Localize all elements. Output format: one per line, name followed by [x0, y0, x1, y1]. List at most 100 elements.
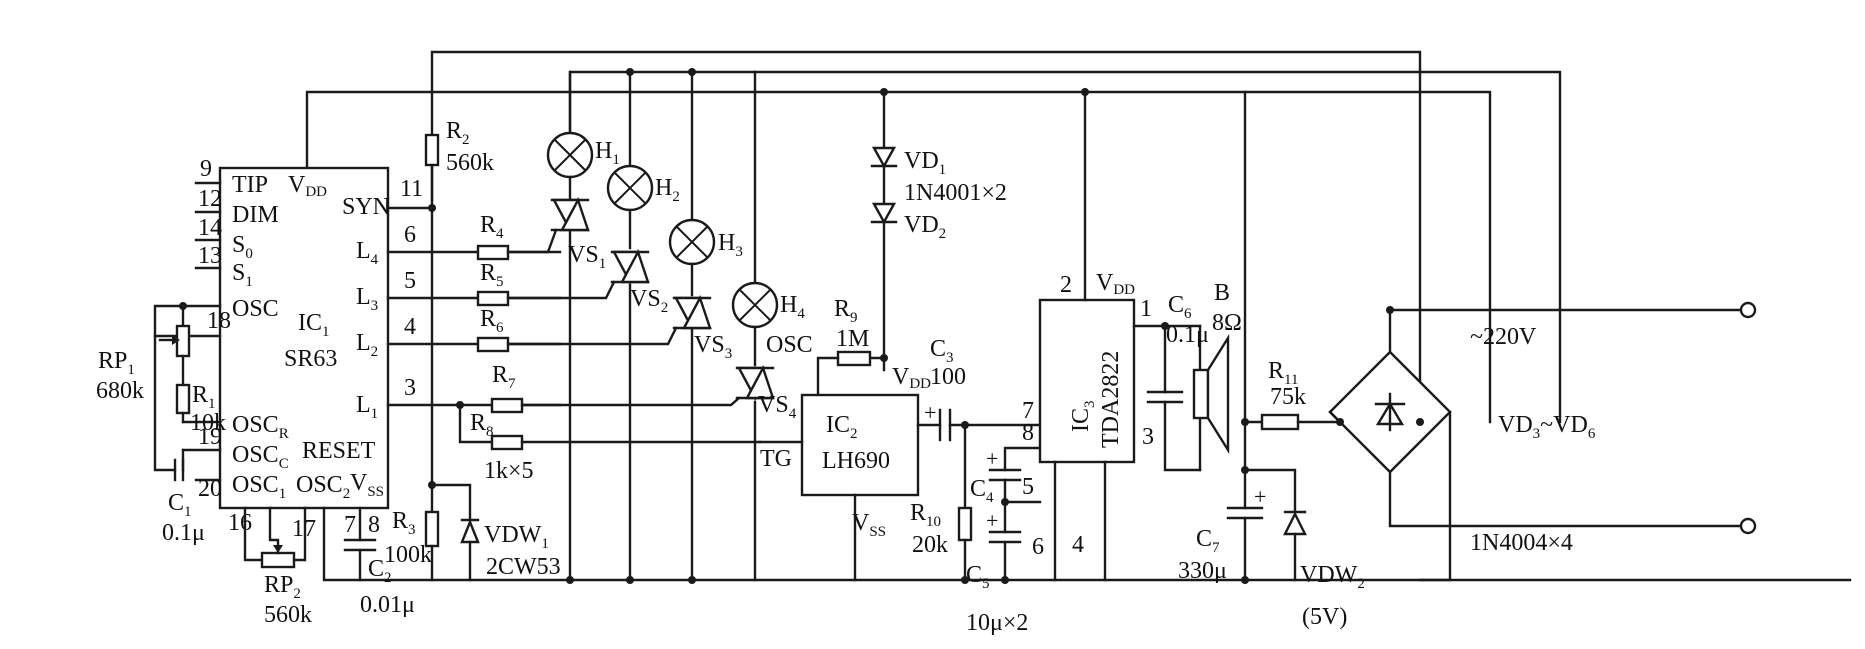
- ic1-tip-label: TIP: [232, 172, 268, 198]
- ic1-part: SR63: [284, 346, 337, 372]
- rp2-resistor: [260, 551, 296, 569]
- vd3-vd6-value: 1N4004×4: [1470, 530, 1573, 556]
- r7-resistor: [490, 397, 524, 414]
- r8-value: 1k×5: [484, 458, 534, 484]
- r11-resistor: [1260, 413, 1300, 431]
- triac-vs1: [506, 196, 590, 254]
- c5-value: 10μ×2: [966, 610, 1028, 636]
- c2-and-ground-rail: C2 0.01μ: [322, 506, 1852, 618]
- ic1-dim-label: DIM: [232, 202, 279, 228]
- ic1-pin5-num: 5: [404, 268, 416, 294]
- c7-label: C7: [1196, 526, 1220, 556]
- c5-label: C5: [966, 562, 990, 592]
- ic1-l4-label: L4: [356, 238, 379, 268]
- r10-label: R10: [910, 500, 941, 530]
- ic2-tg-label: TG: [760, 446, 792, 472]
- ic2-osc-label: OSC: [766, 332, 813, 358]
- ic1-pin16-num: 16: [228, 510, 252, 536]
- ic2-part: LH690: [822, 448, 890, 474]
- r11-label: R11: [1268, 358, 1298, 388]
- rp1-r1-c1-network: RP1 680k R1 10k C1 0.1μ: [96, 304, 226, 546]
- r9-value: 1M: [836, 326, 869, 352]
- c2-value: 0.01μ: [360, 592, 415, 618]
- ic1-s0-label: S0: [232, 232, 253, 262]
- vd1-value: 1N4001×2: [904, 180, 1007, 206]
- r8-label: R8: [470, 410, 494, 440]
- ic2-vss-label: VSS: [852, 510, 886, 540]
- c1-label: C1: [168, 490, 192, 520]
- rp1-value: 680k: [96, 378, 144, 404]
- r2-resistor: [424, 133, 440, 167]
- rp2-network: RP2 560k: [243, 506, 312, 628]
- rp2-label: RP2: [264, 572, 301, 602]
- r3-label: R3: [392, 508, 416, 538]
- ic3-pin4: 4: [1072, 532, 1084, 558]
- r1-value: 10k: [190, 410, 226, 436]
- lamp-h4: [731, 281, 779, 367]
- r2-value: 560k: [446, 150, 494, 176]
- ic3-pin7: 7: [1022, 398, 1034, 424]
- c7-plus: +: [1254, 484, 1266, 509]
- h2-label: H2: [655, 175, 680, 205]
- ic1-l3-label: L3: [356, 284, 378, 314]
- r10-value: 20k: [912, 532, 948, 558]
- ic1-l2-label: L2: [356, 330, 378, 360]
- lamps-and-triacs: H1 H2 H3 H4 VS1 VS2 VS3 VS4: [506, 70, 805, 582]
- c1-value: 0.1μ: [162, 520, 205, 546]
- r5-resistor: [476, 290, 510, 307]
- lamp-h1: [546, 131, 594, 202]
- lamp-h3: [668, 218, 716, 297]
- vdw2-value: (5V): [1302, 604, 1347, 630]
- ic1-reset-label: RESET: [302, 438, 376, 464]
- h1-label: H1: [595, 138, 620, 168]
- ic3-tda2822: 2 VDD 1 7 8 5 3 6 4 IC3 TDA2822: [1022, 90, 1154, 582]
- ic1-pin8-num: 8: [368, 512, 380, 538]
- c6-value: 0.1μ: [1166, 322, 1209, 348]
- ic2-name: IC2: [826, 412, 858, 442]
- rp1-label: RP1: [98, 348, 135, 378]
- ic2-vdd-label: VDD: [892, 364, 931, 392]
- ic1-syn-label: SYN: [342, 194, 390, 220]
- ac-voltage-label: ~220V: [1470, 324, 1537, 350]
- c7-vdw2-r11: + R11 75k C7 330μ VDW2 (5V): [1178, 90, 1365, 630]
- c3-value: 100: [930, 364, 966, 390]
- ic3-pin5: 5: [1022, 474, 1034, 500]
- c3-r10-c4-c5: + + + C3 100 C4 C5 10μ×2 R10 20k: [910, 336, 1042, 636]
- rp2-value: 560k: [264, 602, 312, 628]
- ic1-pin18-num: 18: [207, 308, 231, 334]
- bridge-rectifier: VD3~VD6 1N4004×4 ~220V: [1328, 301, 1757, 582]
- ic3-pin8: 8: [1022, 420, 1034, 446]
- ic1-pin13-num: 13: [198, 243, 222, 269]
- junction-dots: [179, 68, 1424, 584]
- ic1-vss-label: VSS: [350, 470, 384, 500]
- ic1-pin20-num: 20: [198, 476, 222, 502]
- r3-value: 100k: [384, 542, 432, 568]
- ic1-pin3-num: 3: [404, 375, 416, 401]
- ic3-pin6: 6: [1032, 534, 1044, 560]
- c3-plus: +: [924, 400, 936, 425]
- ic1-pin7-num: 7: [344, 512, 356, 538]
- triac-vs4: [520, 364, 775, 407]
- ic1-pin9-num: 9: [200, 156, 212, 182]
- ic1-pin11-num: 11: [400, 176, 423, 202]
- r7-label: R7: [492, 362, 516, 392]
- r6-label: R6: [480, 306, 504, 336]
- h4-label: H4: [780, 292, 805, 322]
- vd3-vd6-label: VD3~VD6: [1498, 412, 1596, 442]
- r5-label: R5: [480, 260, 504, 290]
- vs4-label: VS4: [758, 392, 797, 422]
- r4-resistor: [476, 244, 510, 261]
- ic1-osc1-label: OSC1: [232, 472, 286, 502]
- r4-label: R4: [480, 212, 504, 242]
- ic1-vdd-label: VDD: [288, 172, 327, 200]
- speaker-b: [1192, 368, 1210, 420]
- c6-speaker: C6 0.1μ B 8Ω: [1132, 280, 1242, 472]
- vs3-label: VS3: [694, 332, 732, 362]
- c5-plus: +: [986, 508, 998, 533]
- ic1-pin12-num: 12: [198, 186, 222, 212]
- ic3-pin3: 3: [1142, 424, 1154, 450]
- ic3-pin1: 1: [1140, 296, 1152, 322]
- r1-resistor: [175, 383, 191, 415]
- c6-label: C6: [1168, 292, 1192, 322]
